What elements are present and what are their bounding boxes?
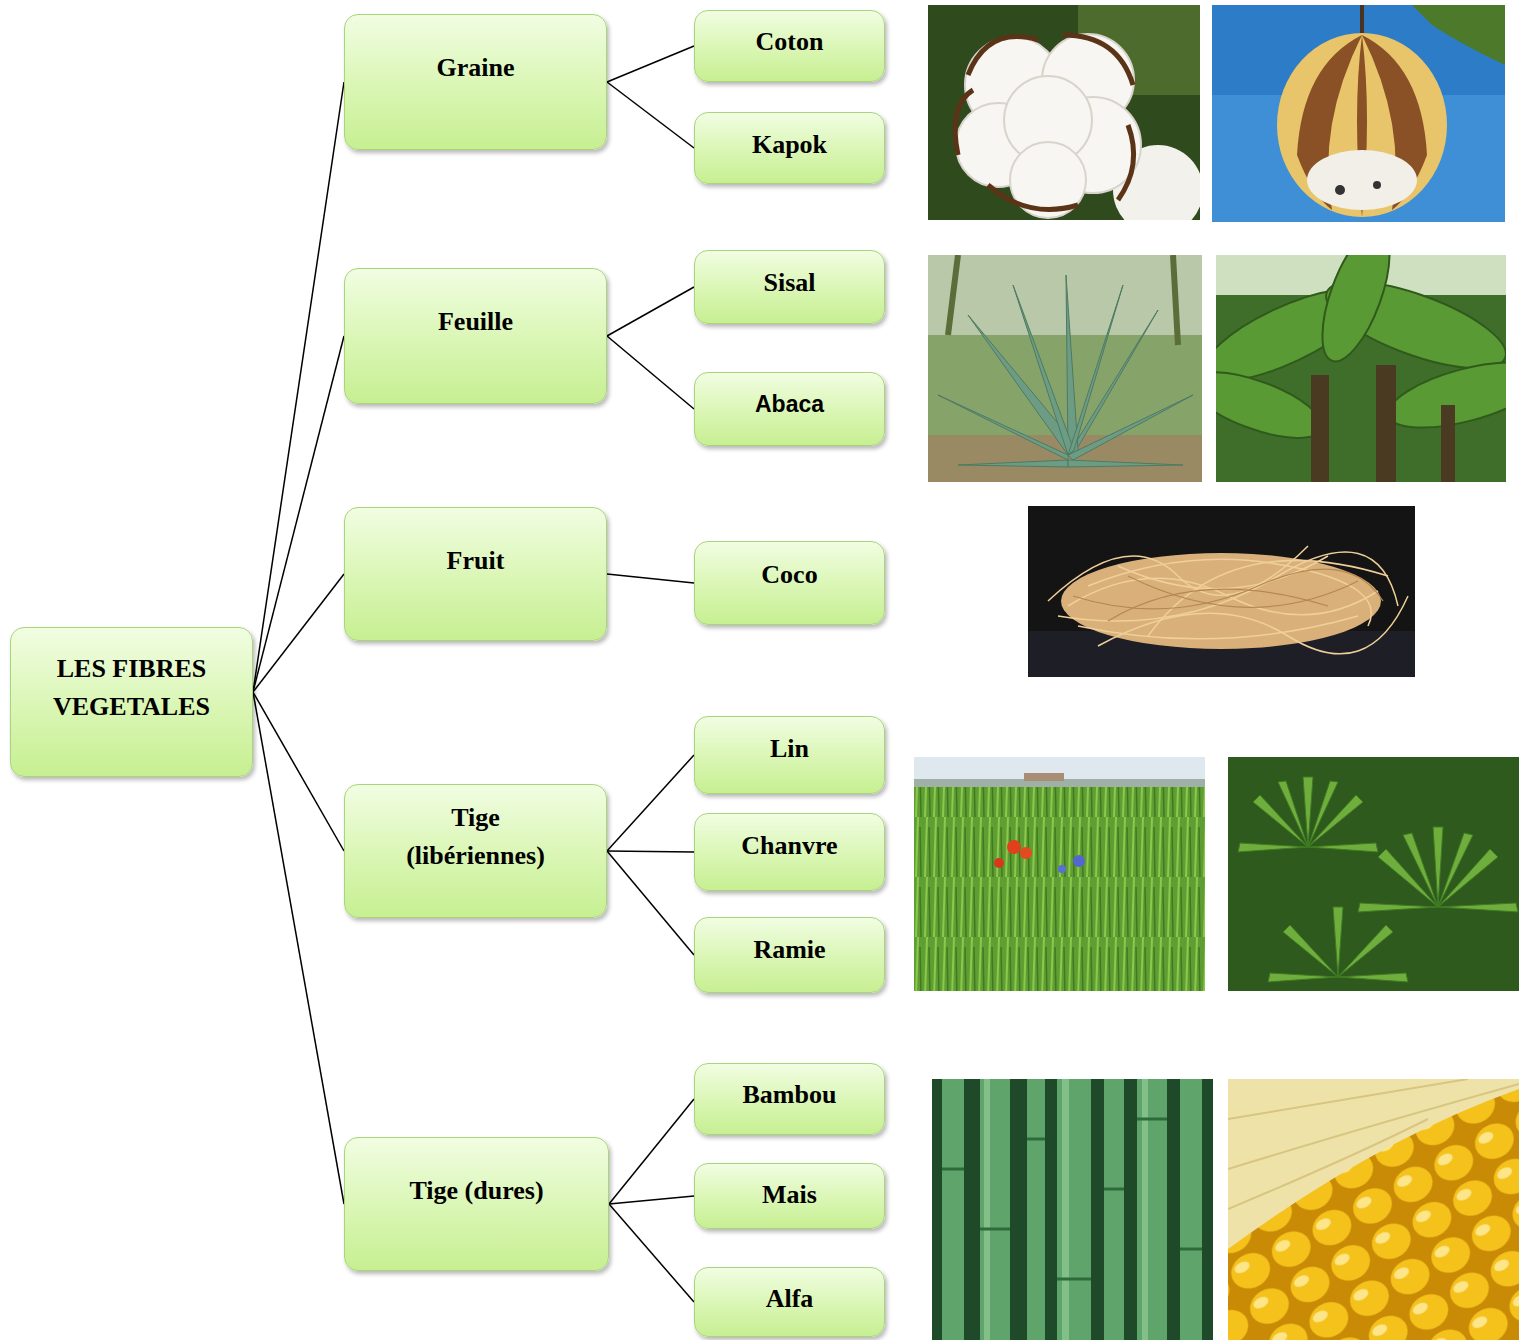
node-label: Coco (761, 556, 817, 594)
bamboo-photo (932, 1079, 1213, 1340)
node-label: Fruit (447, 542, 505, 580)
node-label: Tige (libériennes) (386, 799, 566, 874)
fibre-box: Coton (694, 10, 885, 82)
connector-line (609, 1204, 694, 1302)
node-label: Kapok (752, 126, 827, 164)
fibre-box: Chanvre (694, 813, 885, 891)
abaca-photo (1182, 221, 1519, 482)
node-label: LES FIBRES VEGETALES (32, 650, 232, 725)
fibre-box: Ramie (694, 917, 885, 993)
connector-line (253, 82, 344, 692)
node-label: Tige (dures) (409, 1172, 543, 1210)
connector-line (253, 692, 344, 1204)
fibre-box: Kapok (694, 112, 885, 184)
node-label: Coton (756, 23, 824, 61)
fibre-box: Abaca (694, 372, 885, 446)
sisal-photo (928, 255, 1202, 482)
fibre-box: Alfa (694, 1267, 885, 1337)
flax-photo (914, 757, 1205, 991)
hemp-photo (1228, 757, 1519, 991)
category-box: Tige (dures) (344, 1137, 609, 1271)
node-label: Graine (437, 49, 515, 87)
node-label: Ramie (753, 931, 825, 969)
connector-line (607, 574, 694, 583)
connector-line (253, 574, 344, 692)
connector-line (609, 1099, 694, 1204)
connector-line (607, 336, 694, 409)
category-box: Feuille (344, 268, 607, 404)
connector-line (607, 851, 694, 852)
coir-photo (1028, 506, 1415, 677)
fibre-box: Lin (694, 716, 885, 794)
node-label: Feuille (438, 303, 513, 341)
node-label: Bambou (743, 1076, 837, 1114)
kapok-photo (1212, 5, 1505, 222)
root-box: LES FIBRES VEGETALES (10, 627, 253, 777)
connector-line (607, 287, 694, 336)
connector-line (253, 336, 344, 692)
category-box: Graine (344, 14, 607, 150)
node-label: Alfa (766, 1280, 814, 1318)
fibre-box: Coco (694, 541, 885, 625)
node-label: Lin (770, 730, 809, 768)
fibre-box: Mais (694, 1163, 885, 1229)
category-box: Tige (libériennes) (344, 784, 607, 918)
node-label: Abaca (755, 388, 824, 421)
connector-line (607, 46, 694, 82)
fibre-box: Sisal (694, 250, 885, 324)
node-label: Sisal (763, 264, 815, 302)
connector-line (607, 851, 694, 955)
connector-line (609, 1196, 694, 1204)
corn-photo (1228, 1079, 1519, 1340)
connector-line (607, 82, 694, 148)
connector-line (607, 755, 694, 851)
category-box: Fruit (344, 507, 607, 641)
node-label: Chanvre (741, 827, 837, 865)
fibre-box: Bambou (694, 1063, 885, 1135)
node-label: Mais (762, 1176, 817, 1214)
cotton-photo (928, 5, 1203, 235)
